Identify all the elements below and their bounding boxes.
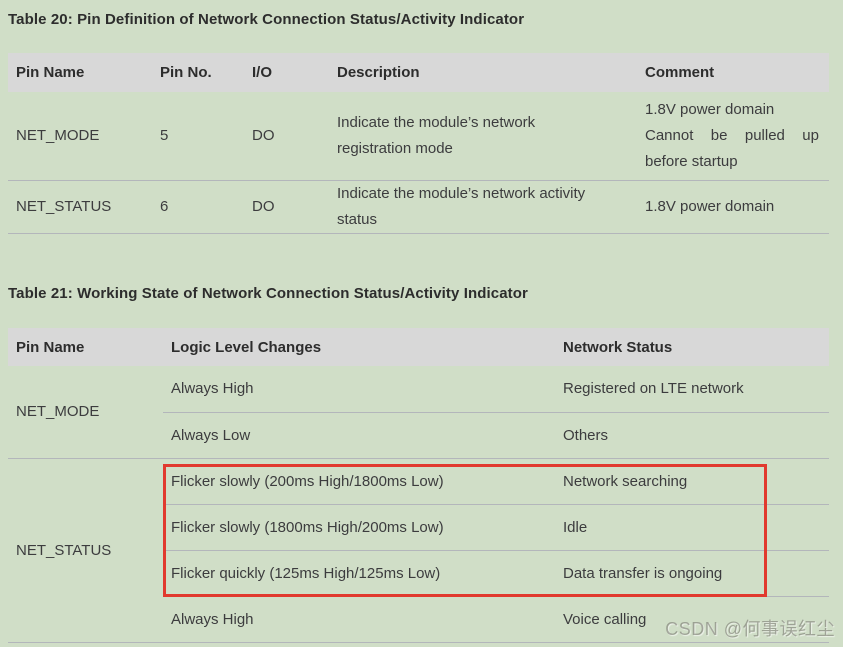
table21-title: Table 21: Working State of Network Conne… <box>8 285 528 302</box>
table20-pin-definition: Pin Name Pin No. I/O Description Comment… <box>8 53 829 234</box>
table21-header-logic: Logic Level Changes <box>163 328 555 366</box>
table20-header-pin-no: Pin No. <box>152 53 244 92</box>
cell-status: Idle <box>555 503 829 550</box>
cell-pin-no: 5 <box>160 127 169 145</box>
cell-pin-no: 6 <box>152 179 244 233</box>
comment-line: Cannot be pulled up <box>645 126 819 144</box>
cell-logic: Flicker quickly (125ms High/125ms Low) <box>163 549 555 596</box>
cell-status: Others <box>555 411 829 458</box>
cell-pin-name: NET_STATUS <box>8 179 152 233</box>
cell-logic: Always High <box>163 595 555 642</box>
comment-line: 1.8V power domain <box>645 100 775 118</box>
description-text: Indicate the module’s network registrati… <box>337 113 536 157</box>
table20-header-row: Pin Name Pin No. I/O Description Comment <box>8 53 829 92</box>
cell-logic: Always Low <box>163 411 555 458</box>
cell-description: Indicate the module’s network registrati… <box>329 92 637 180</box>
comment-line: before startup <box>645 152 738 170</box>
cell-logic: Flicker slowly (1800ms High/200ms Low) <box>163 503 555 550</box>
cell-pin-name: NET_STATUS <box>8 457 163 642</box>
table20-header-comment: Comment <box>637 53 829 92</box>
table-row: NET_STATUS Flicker slowly (200ms High/18… <box>8 457 829 642</box>
cell-logic: Flicker slowly (200ms High/1800ms Low) <box>163 457 555 504</box>
description-text: Indicate the module’s network activity s… <box>337 184 586 228</box>
cell-io: DO <box>252 127 275 145</box>
cell-logic: Always High <box>171 380 254 398</box>
table21-header-pin-name: Pin Name <box>8 328 163 366</box>
table20-header-description: Description <box>329 53 637 92</box>
table21-working-state: Pin Name Logic Level Changes Network Sta… <box>8 328 829 643</box>
cell-comment: 1.8V power domain Cannot be pulled up be… <box>637 92 829 180</box>
table-row: NET_STATUS 6 DO Indicate the module’s ne… <box>8 179 829 233</box>
csdn-watermark: CSDN @何事误红尘 <box>665 619 835 639</box>
table20-header-io: I/O <box>244 53 329 92</box>
table-row: NET_MODE 5 DO Indicate the module’s netw… <box>8 92 829 180</box>
table-row: NET_MODE Always High Registered on LTE n… <box>8 366 829 420</box>
table21-header-status: Network Status <box>555 328 829 366</box>
table-row: Flicker quickly (125ms High/125ms Low) D… <box>8 549 829 596</box>
table-row: Flicker slowly (1800ms High/200ms Low) I… <box>8 503 829 550</box>
cell-status: Data transfer is ongoing <box>555 549 829 596</box>
cell-pin-name: NET_MODE <box>16 127 100 145</box>
cell-status: Registered on LTE network <box>563 380 744 398</box>
cell-pin-name: NET_MODE <box>16 403 100 421</box>
table20-title: Table 20: Pin Definition of Network Conn… <box>8 11 525 28</box>
table-row: Always Low Others <box>8 411 829 458</box>
comment-line: 1.8V power domain <box>645 197 775 215</box>
cell-status: Voice calling <box>555 595 829 642</box>
cell-description: Indicate the module’s network activity s… <box>329 179 637 233</box>
cell-io: DO <box>244 179 329 233</box>
table20-header-pin-name: Pin Name <box>8 53 152 92</box>
cell-status: Network searching <box>555 457 829 504</box>
cell-comment: 1.8V power domain <box>637 179 829 233</box>
table21-header-row: Pin Name Logic Level Changes Network Sta… <box>8 328 829 366</box>
